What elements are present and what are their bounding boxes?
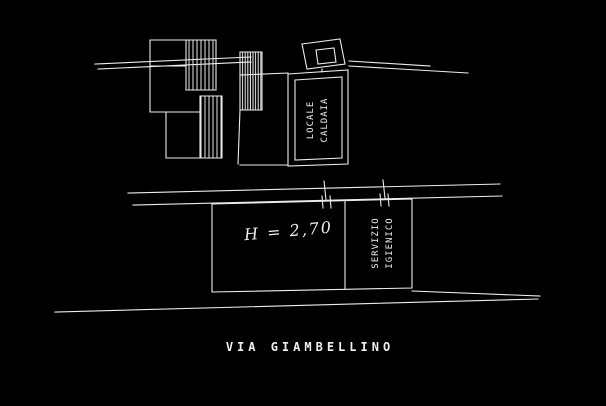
boiler-room-label-line2: CALDAIA [320,98,330,143]
height-note: H = 2,70 [242,218,333,245]
bottom-street-lines [54,290,541,313]
stair-hatch-upper [186,40,216,90]
upper-left-street-lines [94,56,252,70]
stair-hatch-lower [200,96,222,158]
upper-left-building-outline [149,39,263,165]
boiler-room-label-line1: LOCALE [306,101,316,140]
service-room-label-line2: IGIENICO [385,217,395,268]
service-room-label-line1: SERVIZIO [371,217,381,268]
lower-building-outline [211,193,413,293]
boiler-room-outline [239,69,349,167]
tilted-annex-outline [301,38,346,73]
upper-right-street-lines [348,60,469,74]
middle-street-lines [127,179,503,206]
wall-poche-hatch [240,52,262,110]
street-name-label: VIA GIAMBELLINO [226,340,394,354]
